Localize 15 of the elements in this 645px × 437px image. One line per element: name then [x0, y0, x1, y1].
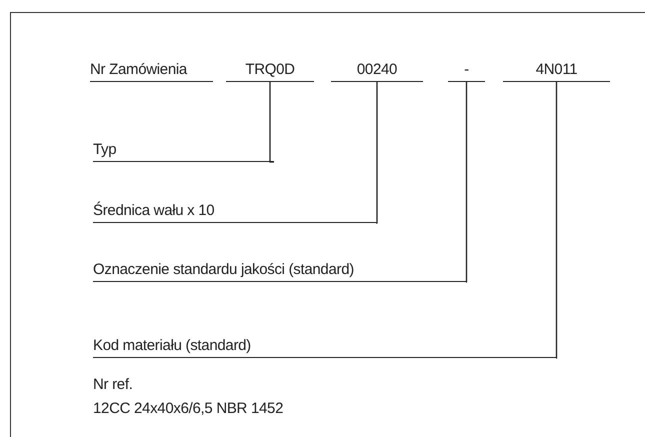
underlined-field: Nr Zamówienia	[90, 58, 213, 82]
leader-line	[376, 82, 378, 224]
reference-note: Nr ref.	[93, 376, 134, 394]
underlined-field: -	[448, 58, 485, 82]
underlined-field: Oznaczenie standardu jakości (standard)	[93, 256, 467, 282]
leader-line	[269, 82, 274, 163]
underlined-field: Średnica wału x 10	[93, 197, 376, 223]
leader-line	[466, 82, 468, 283]
underlined-field: Typ	[93, 136, 274, 162]
underlined-field: TRQ0D	[226, 58, 314, 82]
leader-line	[555, 82, 558, 359]
underlined-field: Kod materiału (standard)	[93, 332, 556, 358]
underlined-field: 4N011	[503, 58, 610, 82]
underlined-field: 00240	[331, 58, 423, 82]
reference-note: 12CC 24x40x6/6,5 NBR 1452	[93, 400, 284, 418]
